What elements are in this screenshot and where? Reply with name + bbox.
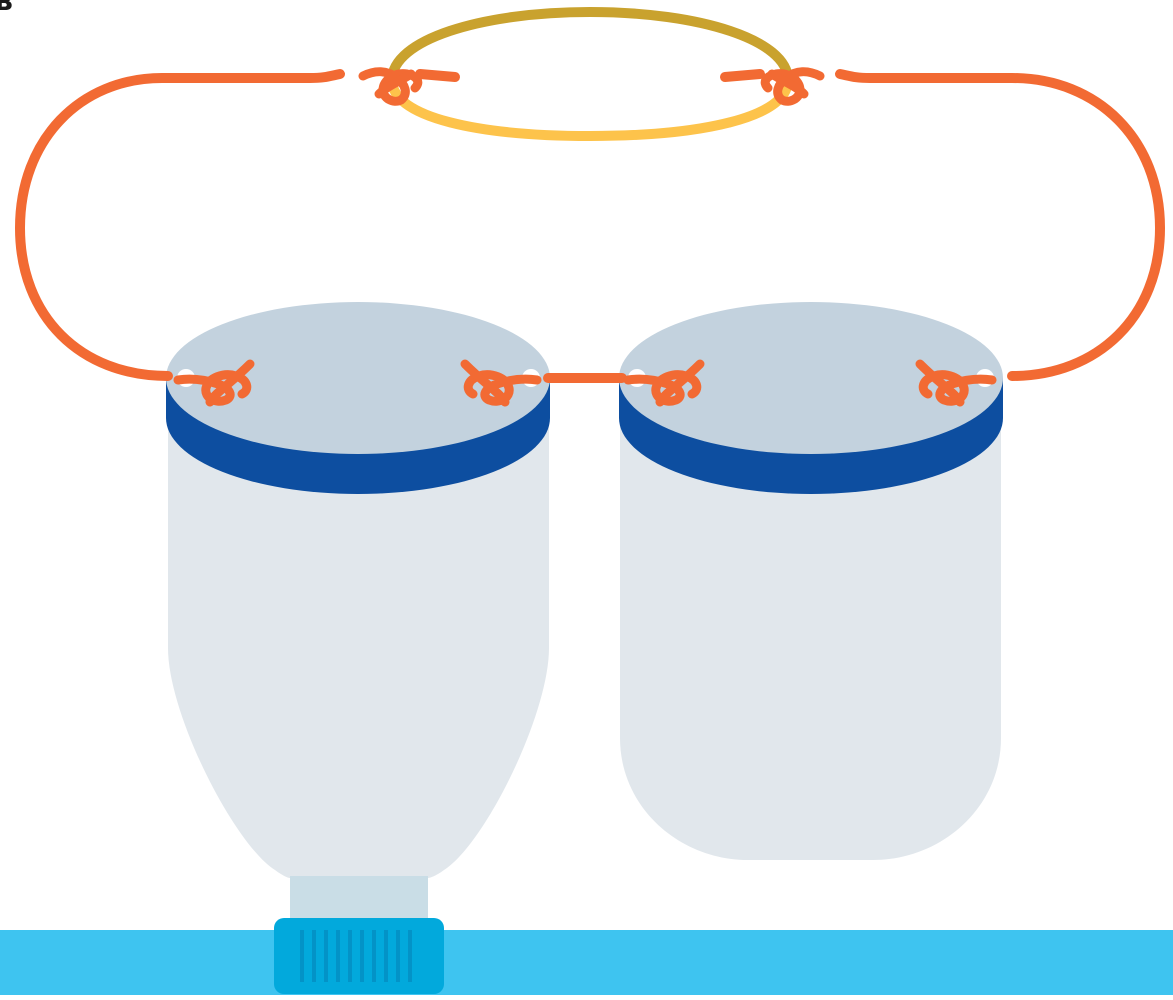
rope xyxy=(14,69,1166,383)
cap-ridge xyxy=(372,930,376,982)
ring-back-arc xyxy=(387,6,793,85)
cap-ridge xyxy=(396,930,400,982)
bottle-cap xyxy=(274,918,444,994)
left-bottle-body xyxy=(168,378,549,878)
left-lid-top xyxy=(166,302,550,454)
left-bottle xyxy=(166,302,550,994)
rope-knot-icon xyxy=(623,359,705,407)
knots xyxy=(173,67,997,407)
left-bottle-neck xyxy=(290,876,428,924)
figure-corner-label: в xyxy=(0,0,13,18)
right-bottle xyxy=(619,302,1003,860)
cap-ridge xyxy=(408,930,412,982)
cap-ridge xyxy=(360,930,364,982)
cap-ridge xyxy=(348,930,352,982)
cap-ridge xyxy=(324,930,328,982)
rope-knot-icon xyxy=(173,359,255,407)
rope-right-loop xyxy=(835,69,1166,381)
floor-strip xyxy=(0,930,1173,995)
ring-front-arc xyxy=(387,75,793,142)
right-bottle-body xyxy=(620,378,1001,860)
bottle-cap-icon xyxy=(274,918,444,994)
cap-ridges xyxy=(300,930,412,982)
cap-ridge xyxy=(300,930,304,982)
rope-tail xyxy=(415,69,460,82)
right-lid-top xyxy=(619,302,1003,454)
cap-ridge xyxy=(312,930,316,982)
rope-knot-icon xyxy=(915,359,997,407)
rope-knot-icon xyxy=(460,359,542,407)
cap-ridge xyxy=(336,930,340,982)
rope-left-loop xyxy=(14,69,345,381)
rope-tail xyxy=(720,69,765,82)
cap-ridge xyxy=(384,930,388,982)
rope-knot-icon xyxy=(358,67,423,106)
rope-knot-icon xyxy=(760,67,825,106)
